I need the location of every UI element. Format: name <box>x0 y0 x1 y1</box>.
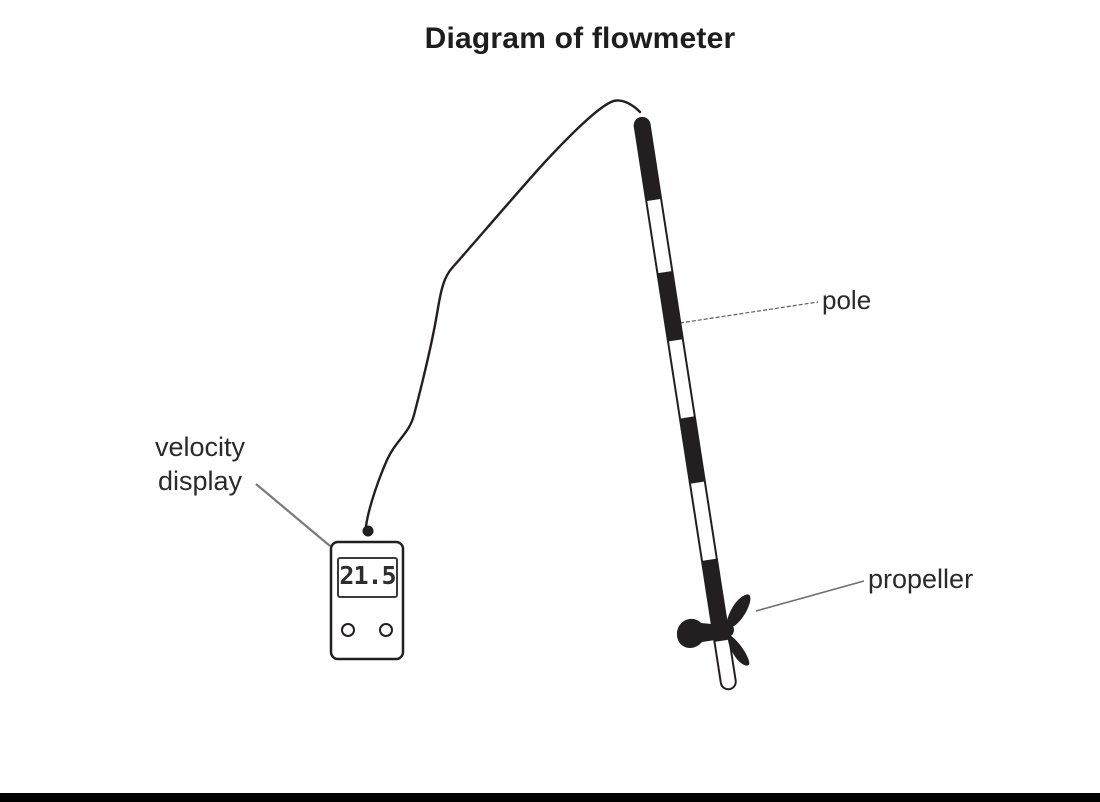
pole-stripe-3 <box>679 416 705 484</box>
pole-stripe-4 <box>701 558 730 642</box>
propeller-blade-upper <box>726 594 751 629</box>
diagram-title: Diagram of flowmeter <box>424 22 736 55</box>
velocity-display-label-line2: display <box>157 466 243 496</box>
pole-graphic <box>633 116 737 691</box>
leader-line-pole <box>679 301 819 324</box>
device-display-window <box>337 557 398 598</box>
pole-stripe-2 <box>657 271 683 342</box>
propeller-blade-lower <box>727 635 750 666</box>
velocity-display-value: 21.5 <box>339 561 396 590</box>
velocity-display-label: velocity display <box>120 430 280 498</box>
propeller-body-knob-icon <box>676 618 722 648</box>
leader-line-propeller <box>755 580 865 612</box>
cable-connector <box>362 525 374 537</box>
propeller-graphic <box>676 594 751 666</box>
device-button-right <box>379 623 393 637</box>
pole-label: pole <box>822 285 872 315</box>
page-bottom-rule <box>0 793 1100 802</box>
velocity-display-label-line1: velocity <box>154 432 246 462</box>
velocity-display-device <box>329 525 405 661</box>
pole-stripe-top <box>634 117 662 202</box>
propeller-label: propeller <box>868 564 974 594</box>
device-button-left <box>341 623 355 637</box>
pole-body <box>633 116 737 691</box>
leader-line-velocity-display <box>255 483 331 547</box>
cable-line <box>364 99 642 528</box>
